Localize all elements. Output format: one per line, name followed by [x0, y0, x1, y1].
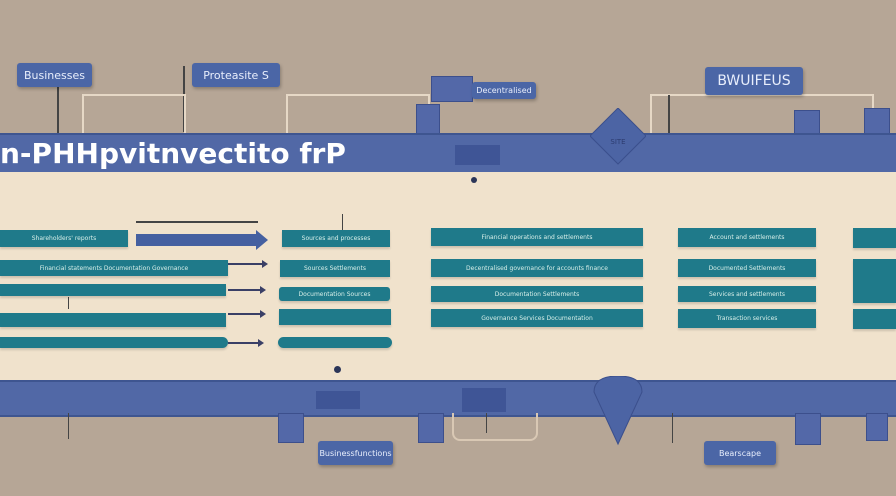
- connector-line: [342, 214, 343, 230]
- flow-box: Services and settlements: [678, 286, 816, 302]
- panel-icon: [316, 391, 360, 409]
- flow-box: Sources Settlements: [280, 260, 390, 277]
- flow-arrow: [136, 234, 260, 246]
- flow-box: Shareholders' reports: [0, 230, 128, 247]
- arrow: [228, 260, 268, 268]
- label-businessfunctions: Businessfunctions: [318, 441, 393, 465]
- arrow: [228, 286, 266, 294]
- label-proteasite: Proteasite S: [192, 63, 280, 87]
- connector-line: [452, 413, 538, 441]
- marker-text: SITE: [610, 138, 625, 146]
- pin-marker: [590, 375, 646, 450]
- connector-line: [68, 413, 69, 439]
- dot: [334, 366, 341, 373]
- arrow-head-icon: [256, 230, 268, 250]
- flow-box: [853, 259, 896, 303]
- flow-box: Transaction services: [678, 309, 816, 328]
- flow-box: [853, 309, 896, 329]
- building-icon: [864, 108, 890, 137]
- label-bearscape: Bearscape: [704, 441, 776, 465]
- connector-line: [68, 297, 69, 309]
- flow-box: Account and settlements: [678, 228, 816, 247]
- flow-box: Decentralised governance for accounts fi…: [431, 259, 643, 277]
- building-icon: [278, 413, 304, 443]
- building-icon: [418, 413, 444, 443]
- arrow: [228, 339, 264, 347]
- building-icon: [795, 413, 821, 445]
- flow-box: [278, 337, 392, 348]
- connector-line: [57, 86, 59, 146]
- panel-icon: [455, 145, 500, 165]
- flow-box: Documented Settlements: [678, 259, 816, 277]
- label-decentralised: Decentralised: [472, 82, 536, 99]
- header-band: n-PHHpvitnvectito frP: [0, 133, 896, 174]
- label-bwuifeus: BWUIFEUS: [705, 67, 803, 95]
- flow-box: [853, 228, 896, 248]
- flow-box: Financial statements Documentation Gover…: [0, 260, 228, 276]
- flow-box: [0, 284, 226, 296]
- connector-line: [82, 94, 186, 136]
- flow-box: Governance Services Documentation: [431, 309, 643, 327]
- connector-line: [486, 413, 487, 433]
- flow-box: Financial operations and settlements: [431, 228, 643, 246]
- flow-box: [279, 309, 391, 325]
- diagram-title: n-PHHpvitnvectito frP: [0, 137, 346, 170]
- panel-icon: [462, 388, 506, 412]
- flow-box: Sources and processes: [282, 230, 390, 247]
- building-icon: [431, 76, 473, 102]
- building-icon: [866, 413, 888, 441]
- flow-box: [0, 313, 226, 327]
- diamond-marker: SITE: [589, 107, 647, 165]
- flow-box: Documentation Settlements: [431, 286, 643, 302]
- arrow: [228, 310, 266, 318]
- connector-line: [286, 94, 430, 136]
- flow-box: [0, 337, 228, 348]
- connector-line: [650, 94, 874, 136]
- label-businesses: Businesses: [17, 63, 92, 87]
- dot: [471, 177, 477, 183]
- connector-line: [136, 221, 258, 223]
- connector-line: [672, 413, 673, 443]
- flow-box: Documentation Sources: [279, 287, 390, 301]
- connector-line: [668, 95, 670, 135]
- footer-band: [0, 380, 896, 417]
